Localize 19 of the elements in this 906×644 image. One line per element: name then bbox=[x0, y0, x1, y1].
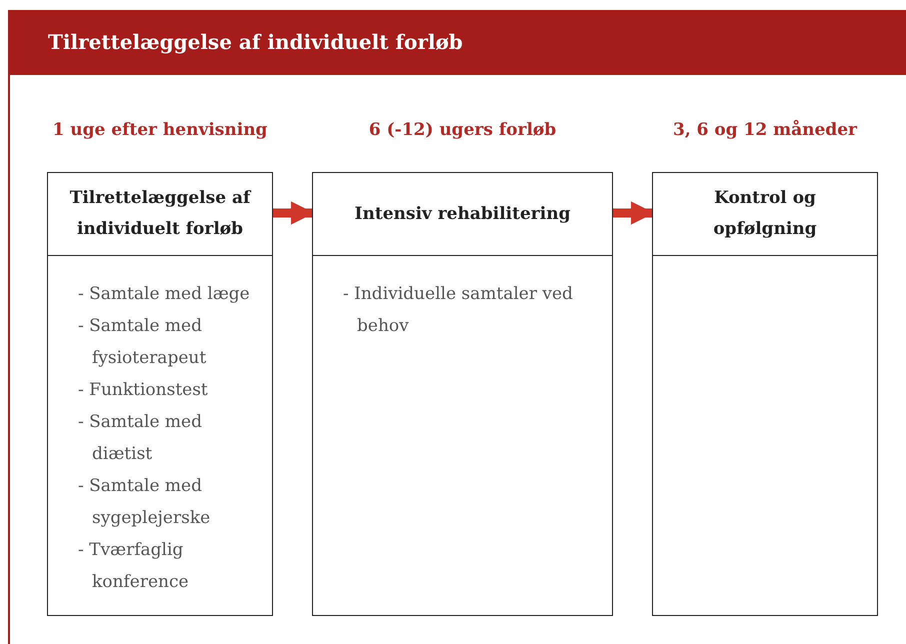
list-item: - Samtale med fysioterapeut bbox=[78, 315, 208, 370]
list-item: - Samtale med læge bbox=[78, 283, 251, 306]
box-heading: Tilrettelæggelse af individuelt forløb bbox=[68, 187, 252, 241]
process-box bbox=[312, 172, 613, 616]
list-item: - Tværfaglig konference bbox=[78, 539, 190, 594]
process-box bbox=[47, 172, 273, 616]
list-item: - Samtale med diætist bbox=[78, 411, 203, 466]
process-box bbox=[652, 172, 878, 616]
box-heading: Intensiv rehabilitering bbox=[354, 202, 572, 226]
box-heading: Kontrol og opfølgning bbox=[712, 187, 818, 241]
time-label: 3, 6 og 12 måneder bbox=[672, 120, 858, 140]
arrow bbox=[273, 201, 314, 225]
time-label: 6 (-12) ugers forløb bbox=[368, 120, 558, 140]
list-item: - Samtale med sygeplejerske bbox=[78, 475, 212, 530]
arrow bbox=[613, 201, 654, 225]
title: Tilrettelæggelse af individuelt forløb bbox=[48, 30, 463, 54]
list-item: - Funktionstest bbox=[78, 379, 209, 402]
time-label: 1 uge efter henvisning bbox=[52, 120, 268, 140]
list-item: - Individuelle samtaler ved behov bbox=[343, 283, 574, 338]
